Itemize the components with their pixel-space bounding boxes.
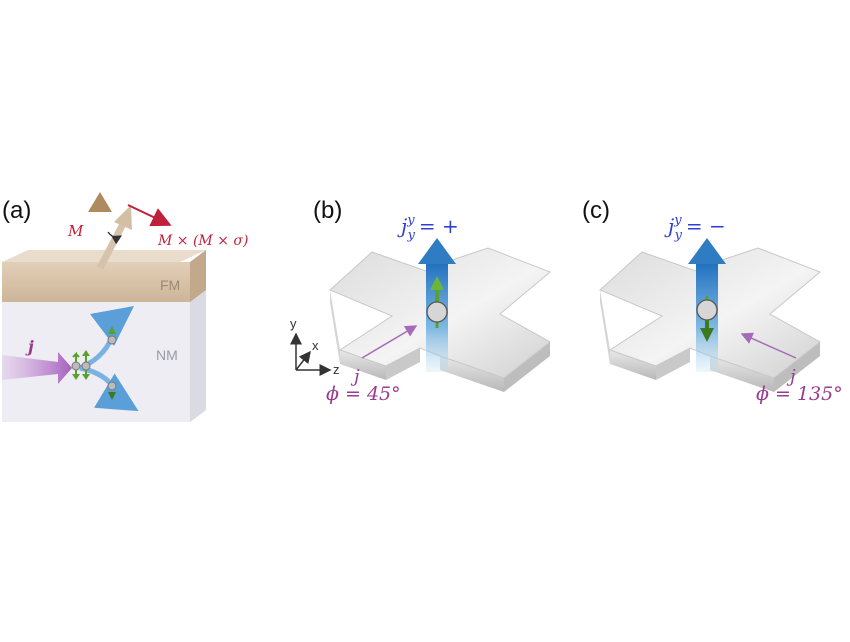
axis-y-label: y bbox=[290, 316, 297, 331]
precession-arrow bbox=[107, 231, 123, 245]
charge-current-arrow-c bbox=[740, 332, 797, 359]
charge-current-label: j bbox=[25, 337, 34, 356]
magnetization-arrow bbox=[88, 192, 112, 268]
precessing-magnetization-arrow bbox=[96, 205, 132, 270]
panel-c-label: (c) bbox=[582, 197, 610, 224]
angle-label-c: ϕ = 135° bbox=[756, 383, 843, 405]
coordinate-axes: y x z bbox=[290, 316, 340, 377]
charge-current-label-c: j bbox=[786, 366, 796, 387]
panel-a-label: (a) bbox=[2, 197, 31, 224]
axis-z-label: z bbox=[333, 362, 340, 377]
electron-spins bbox=[71, 326, 117, 400]
torque-label: M × (M × σ) bbox=[157, 233, 248, 249]
charge-current-arrow bbox=[2, 352, 72, 384]
charge-current-arrow-b bbox=[361, 325, 418, 359]
spin-down-c bbox=[696, 296, 718, 342]
torque-arrow bbox=[127, 204, 172, 227]
axis-x-label: x bbox=[312, 338, 319, 353]
nm-label: NM bbox=[156, 347, 178, 363]
angle-label-b: ϕ = 45° bbox=[326, 383, 401, 405]
panel-b-label: (b) bbox=[313, 197, 342, 224]
fm-label: FM bbox=[160, 277, 180, 293]
spin-up-b bbox=[426, 276, 448, 328]
panel-a: (a) FM NM M M × (M × σ) j bbox=[2, 192, 248, 422]
m-label: M bbox=[67, 222, 84, 240]
charge-current-label-b: j bbox=[350, 366, 360, 387]
